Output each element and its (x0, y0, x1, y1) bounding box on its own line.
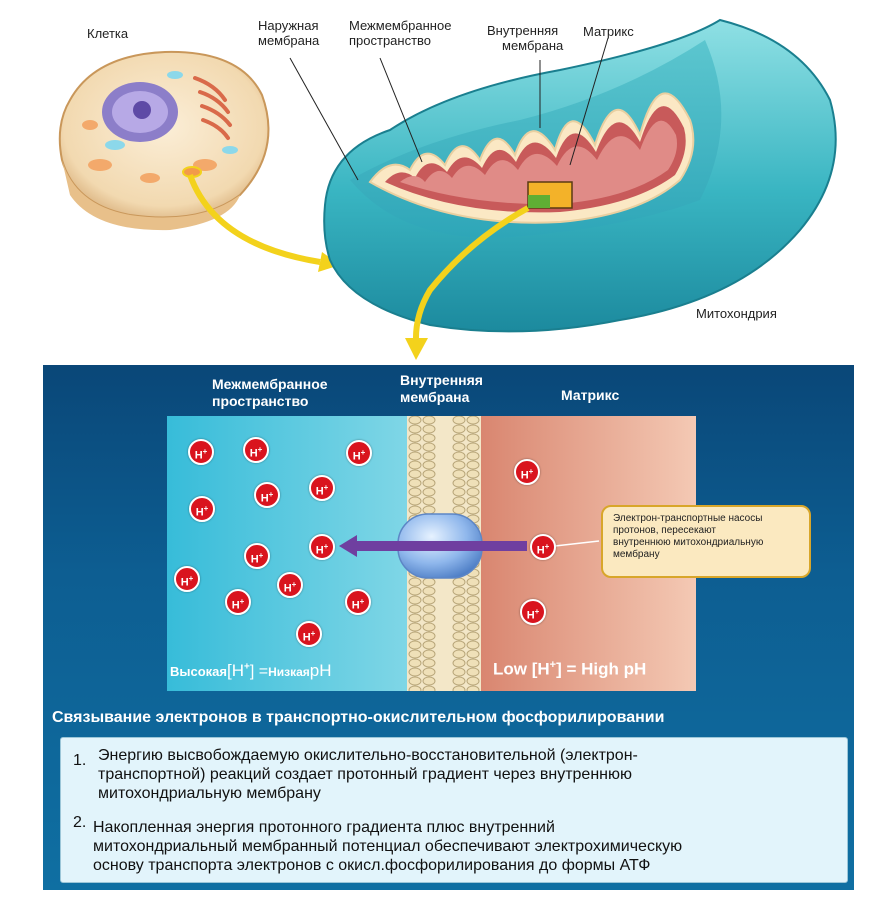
note-1-number: 1. (73, 752, 87, 769)
proton-ion: H+ (244, 543, 270, 569)
proton-ion: H+ (188, 439, 214, 465)
zoom-arrow-panel (412, 205, 530, 343)
proton-ion: H+ (345, 589, 371, 615)
proton-ion: H+ (254, 482, 280, 508)
proton-ion: H+ (309, 475, 335, 501)
proton-ion: H+ (243, 437, 269, 463)
cell-illustration (58, 50, 270, 231)
mitochondrion-label: Митохондрия (696, 306, 777, 321)
cell-label: Клетка (87, 26, 129, 41)
mitochondrion-illustration (323, 18, 837, 333)
proton-ion: H+ (309, 534, 335, 560)
panel-header-matrix: Матрикс (561, 387, 620, 403)
proton-ion: H+ (530, 534, 556, 560)
electron-transport-callout: Электрон-транспортные насосы протонов, п… (601, 505, 811, 578)
proton-ion: H+ (174, 566, 200, 592)
proton-ion: H+ (514, 459, 540, 485)
proton-ion: H+ (346, 440, 372, 466)
proton-ion: H+ (225, 589, 251, 615)
note-1-text: Энергию высвобождаемую окислительно-восс… (98, 747, 638, 802)
proton-arrow (347, 541, 527, 551)
panel-title: Связывание электронов в транспортно-окис… (52, 709, 665, 726)
notes-box: 1. Энергию высвобождаемую окислительно-в… (60, 737, 848, 883)
cell-mitochondrion-illustration (58, 18, 837, 360)
proton-ion: H+ (277, 572, 303, 598)
proton-ion: H+ (189, 496, 215, 522)
proton-ion: H+ (296, 621, 322, 647)
proton-ion: H+ (520, 599, 546, 625)
high-concentration-label: Высокая[H+] =НизкаяpH (170, 661, 332, 680)
note-2-number: 2. (73, 814, 87, 831)
note-2-text: Накопленная энергия протонного градиента… (93, 819, 683, 874)
low-concentration-label: Low [H+] = High pH (493, 659, 647, 679)
matrix-label: Матрикс (583, 24, 634, 39)
zoom-arrow-cell (187, 173, 321, 265)
